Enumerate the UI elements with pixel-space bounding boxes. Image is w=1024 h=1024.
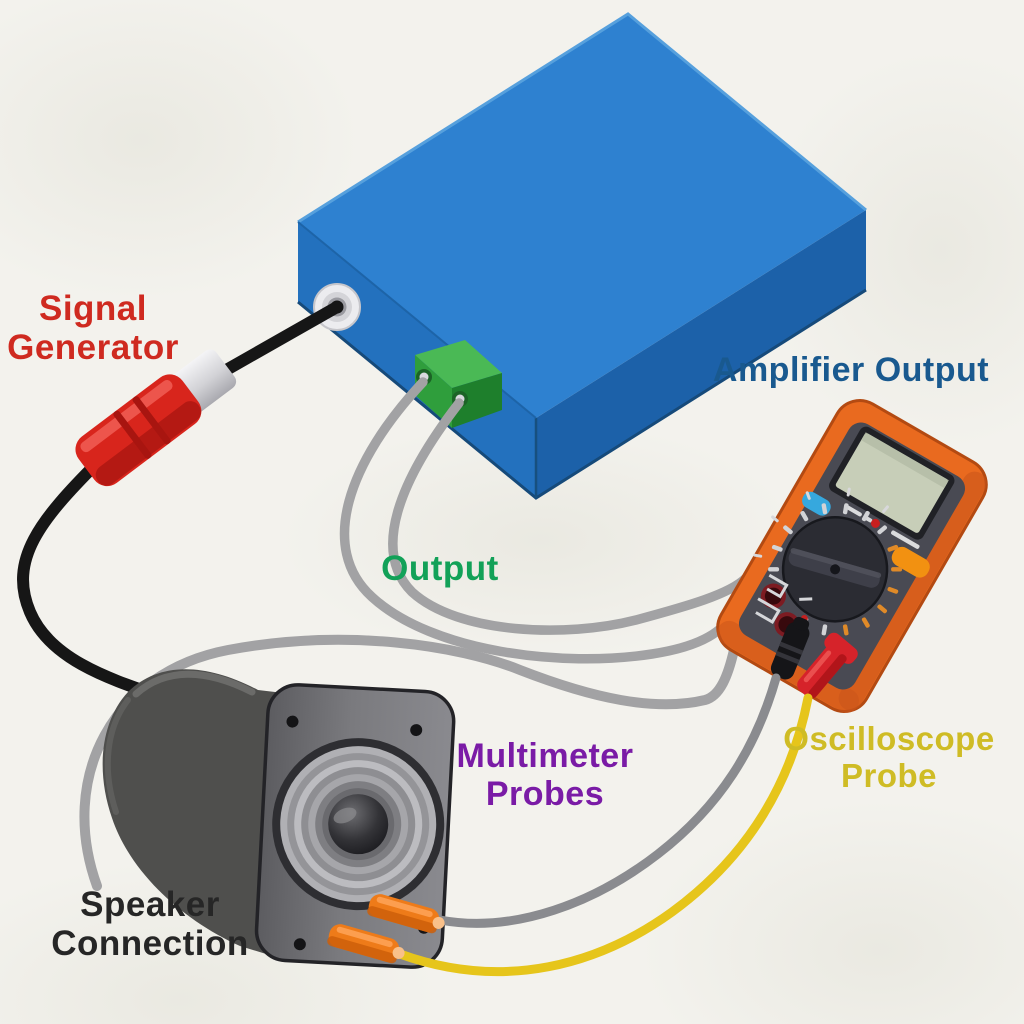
red-probe-plug[interactable]: [789, 630, 860, 705]
terminal-side-face: [452, 373, 502, 428]
signal-cable-upper: [222, 301, 343, 375]
multimeter: [716, 399, 988, 713]
speaker: [102, 669, 456, 969]
face-trace-marks: [755, 573, 813, 625]
speaker-front-plate: [254, 683, 456, 969]
plug-body-highlight: [80, 379, 173, 453]
multimeter-body-shade: [838, 471, 987, 711]
terminal-top-face: [415, 340, 502, 388]
output-label: Output: [381, 549, 499, 588]
amplifier-output-wire-2: [388, 398, 751, 635]
power-indicator-dot: [870, 518, 880, 528]
amplifier-top-edge: [297, 12, 867, 224]
amplifier-output-label: Amplifier Output: [712, 351, 990, 389]
speaker-cone: [272, 738, 445, 911]
amplifier-side-face: [536, 210, 866, 498]
rotary-dial[interactable]: [764, 498, 906, 640]
plug-body-shade: [95, 401, 201, 486]
oscilloscope-probe-wire: [395, 693, 813, 977]
speaker-body: [102, 669, 293, 962]
speaker-body-highlight: [132, 670, 256, 698]
plug-ring-1: [113, 410, 152, 459]
speaker-terminal-negative: [327, 924, 405, 964]
multimeter-probes-label: Multimeter Probes: [456, 737, 634, 814]
multimeter-orange-button[interactable]: [888, 544, 933, 581]
screw-icon: [410, 724, 423, 737]
amplifier-top-face: [298, 14, 866, 418]
signal-cable-lower: [17, 456, 182, 708]
plug-ring-2: [132, 396, 171, 445]
lcd-display: [835, 433, 948, 533]
screw-icon: [293, 938, 306, 951]
screw-icon: [286, 715, 299, 728]
speaker-connection-label: Speaker Connection: [51, 885, 249, 964]
plug-body: [75, 374, 202, 487]
amplifier-output-wire-1: [339, 377, 739, 664]
signal-generator-plug: [75, 349, 237, 487]
speaker-terminal-positive: [367, 894, 445, 934]
multimeter-probe-wire: [435, 673, 781, 928]
oscilloscope-probe-label: Oscilloscope Probe: [783, 720, 995, 794]
amplifier-output-terminal: [415, 340, 502, 428]
lcd-glare: [861, 432, 949, 489]
black-probe-plug[interactable]: [768, 614, 814, 682]
signal-generator-label: Signal Generator: [7, 289, 179, 368]
speaker-body-rim: [104, 697, 131, 815]
